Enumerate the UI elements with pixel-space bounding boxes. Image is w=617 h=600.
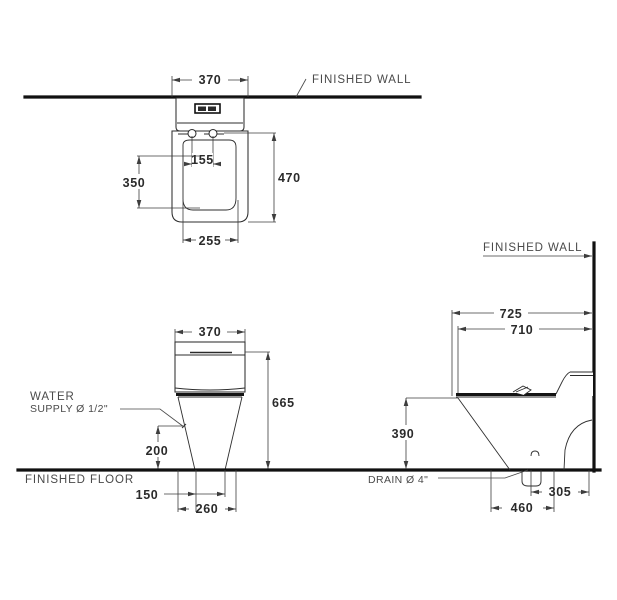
plan-flush-button-large[interactable] (198, 106, 206, 112)
front-dim-370: 370 (174, 325, 246, 342)
front-dim-200: 200 (140, 425, 184, 469)
plan-dim-350: 350 (117, 155, 200, 209)
front-dim-665-text: 665 (272, 396, 295, 410)
front-dim-665: 665 (245, 351, 295, 469)
plan-flush-plate[interactable] (194, 103, 221, 114)
plan-dim-155-text: 155 (191, 153, 214, 167)
side-dim-710-text: 710 (511, 323, 534, 337)
front-water-supply-label-line1: WATER (30, 391, 75, 403)
plan-dim-155: 155 (184, 136, 221, 167)
front-tank-body (174, 341, 246, 393)
side-seat-hinge (512, 385, 532, 396)
side-finished-wall-label: FINISHED WALL (483, 242, 582, 254)
side-dim-460: 460 (490, 470, 555, 515)
front-dim-370-text: 370 (199, 325, 222, 339)
front-dim-150: 150 (130, 470, 226, 512)
side-dim-710: 710 (457, 321, 592, 396)
side-elevation: FINISHED WALL 725 710 (368, 241, 596, 515)
side-tank-fill (569, 372, 593, 396)
side-pedestal-rear-curve (563, 419, 593, 471)
plan-dim-350-text: 350 (123, 176, 146, 190)
side-tank-front-slope (555, 371, 571, 395)
front-pedestal-left-edge (177, 396, 196, 471)
plan-finished-wall-label: FINISHED WALL (312, 74, 411, 86)
side-dim-390-text: 390 (392, 427, 415, 441)
side-drain-leader (438, 469, 529, 479)
side-dim-390: 390 (386, 397, 458, 469)
side-bowl-front-slope (457, 397, 511, 471)
plan-seat-opening (182, 139, 237, 211)
side-dim-460-text: 460 (511, 501, 534, 515)
side-dim-725-text: 725 (500, 307, 523, 321)
plan-flush-button-small[interactable] (208, 106, 216, 112)
plan-dim-470: 470 (224, 132, 301, 223)
side-drain-label: DRAIN Ø 4" (368, 474, 428, 486)
plan-dim-255-text: 255 (199, 234, 222, 248)
plan-view: FINISHED WALL 370 (23, 73, 422, 248)
front-dim-260-text: 260 (196, 502, 219, 516)
front-elevation: 370 WATER SUPPLY Ø 1/2" 200 6 (16, 325, 602, 516)
plan-tank-outline (175, 97, 245, 132)
side-seat-hinge-line (515, 386, 529, 393)
front-dim-200-text: 200 (146, 444, 169, 458)
plan-dim-470-text: 470 (278, 171, 301, 185)
front-water-supply-label-line2: SUPPLY Ø 1/2" (30, 403, 108, 415)
side-dim-305-text: 305 (549, 485, 572, 499)
plan-dim-255: 255 (182, 200, 239, 248)
front-water-supply-leader (120, 408, 185, 428)
side-drain-outlet (521, 470, 542, 487)
plan-dim-370-text: 370 (199, 73, 222, 87)
plan-dim-370: 370 (171, 73, 249, 97)
front-dim-260: 260 (177, 470, 237, 516)
side-dim-725: 725 (451, 305, 592, 396)
side-trap-outlet-top (530, 450, 540, 457)
front-pedestal-right-edge (224, 396, 243, 471)
finished-floor-label: FINISHED FLOOR (25, 474, 134, 486)
front-tank-base-curve (174, 387, 246, 391)
side-dim-305: 305 (530, 470, 590, 499)
front-dim-150-text: 150 (136, 488, 159, 502)
plan-wall-leader-line (295, 78, 307, 98)
